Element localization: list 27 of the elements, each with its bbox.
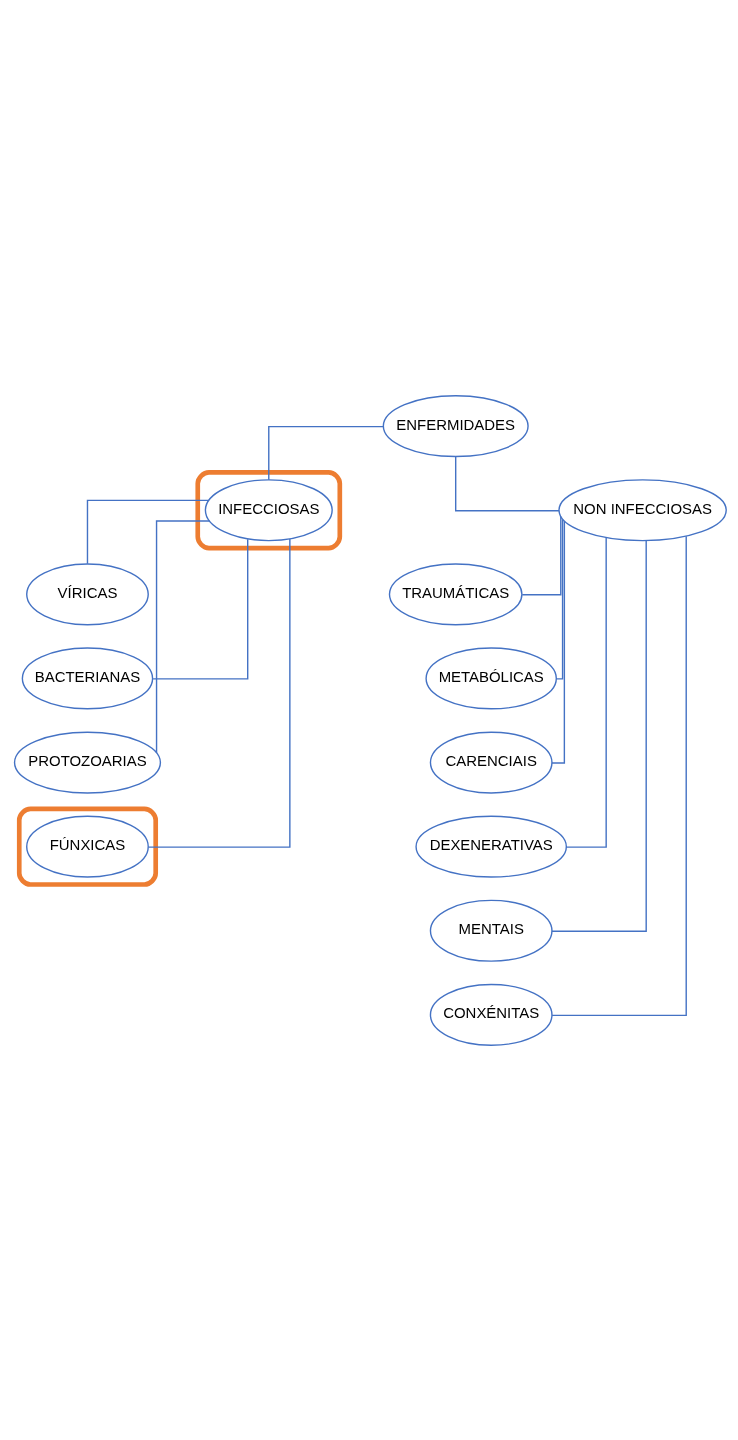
node-ellipse: CARENCIAIS xyxy=(429,730,553,794)
connector xyxy=(555,518,564,680)
node-ellipse: FÚNXICAS xyxy=(26,815,149,878)
node-ellipse: BACTERIANAS xyxy=(21,646,154,710)
node-ellipse: PROTOZOARIAS xyxy=(13,730,162,794)
connector xyxy=(147,537,291,848)
connector xyxy=(565,536,607,848)
connector xyxy=(551,539,647,932)
node-ellipse: CONXÉNITAS xyxy=(429,983,553,1046)
node-ellipse: MENTAIS xyxy=(429,899,553,962)
connector xyxy=(455,455,560,511)
node-ellipse: ENFERMIDADES xyxy=(382,394,529,457)
connector xyxy=(152,538,249,680)
node-ellipse: METABÓLICAS xyxy=(425,646,557,710)
node-ellipse: TRAUMÁTICAS xyxy=(388,562,523,625)
cluster xyxy=(16,806,159,887)
node-ellipse: DEXENERATIVAS xyxy=(415,815,568,878)
connector xyxy=(521,515,562,595)
connector xyxy=(268,425,384,480)
connector xyxy=(551,519,566,764)
connector xyxy=(155,519,211,753)
node-ellipse: NON INFECCIOSAS xyxy=(558,478,727,541)
connector xyxy=(551,535,687,1016)
connector xyxy=(86,499,210,565)
cluster xyxy=(195,469,343,550)
node-ellipse: INFECCIOSAS xyxy=(204,478,333,541)
node-ellipse: VÍRICAS xyxy=(26,562,149,625)
